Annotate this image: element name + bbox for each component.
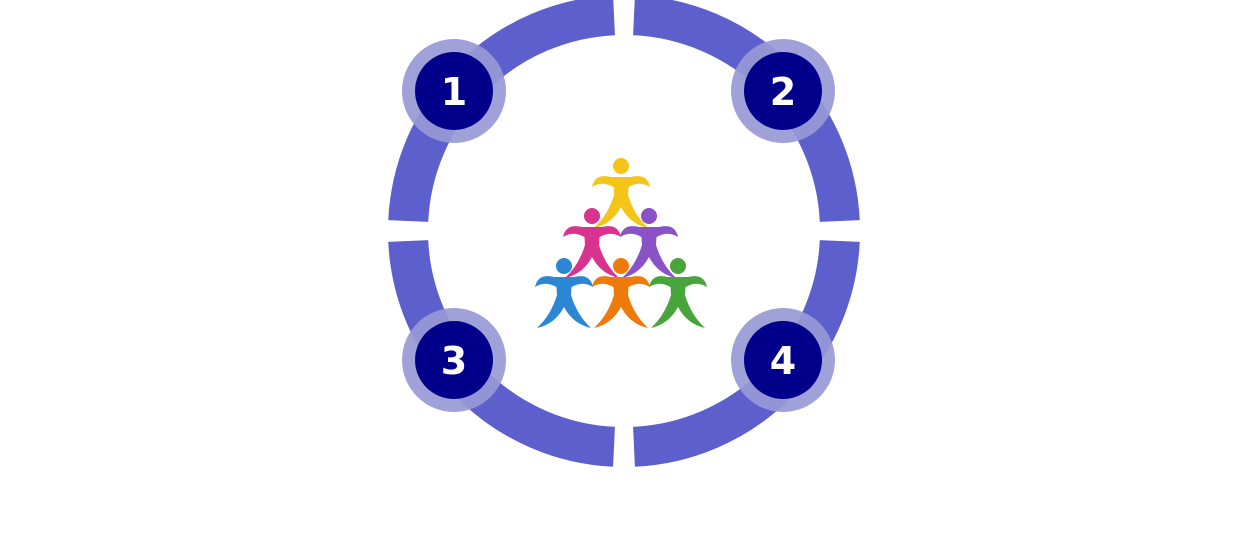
people-pyramid-icon [535, 158, 707, 328]
step-number: 3 [441, 339, 467, 383]
step-badge-circle [415, 52, 493, 130]
step-number: 2 [770, 70, 796, 114]
person-figure-icon [592, 258, 650, 328]
step-badges: 1 2 3 4 [402, 39, 835, 412]
person-figure-icon [535, 258, 593, 328]
step-badge-circle [415, 321, 493, 399]
step-badge-circle [744, 321, 822, 399]
step-badge-4: 4 [731, 308, 835, 412]
step-number: 1 [441, 70, 467, 114]
person-figure-icon [649, 258, 707, 328]
step-number: 4 [770, 339, 796, 383]
step-badge-circle [744, 52, 822, 130]
step-badge-3: 3 [402, 308, 506, 412]
person-figure-icon [563, 208, 621, 278]
person-figure-icon [592, 158, 650, 228]
step-badge-2: 2 [731, 39, 835, 143]
step-badge-1: 1 [402, 39, 506, 143]
person-figure-icon [620, 208, 678, 278]
